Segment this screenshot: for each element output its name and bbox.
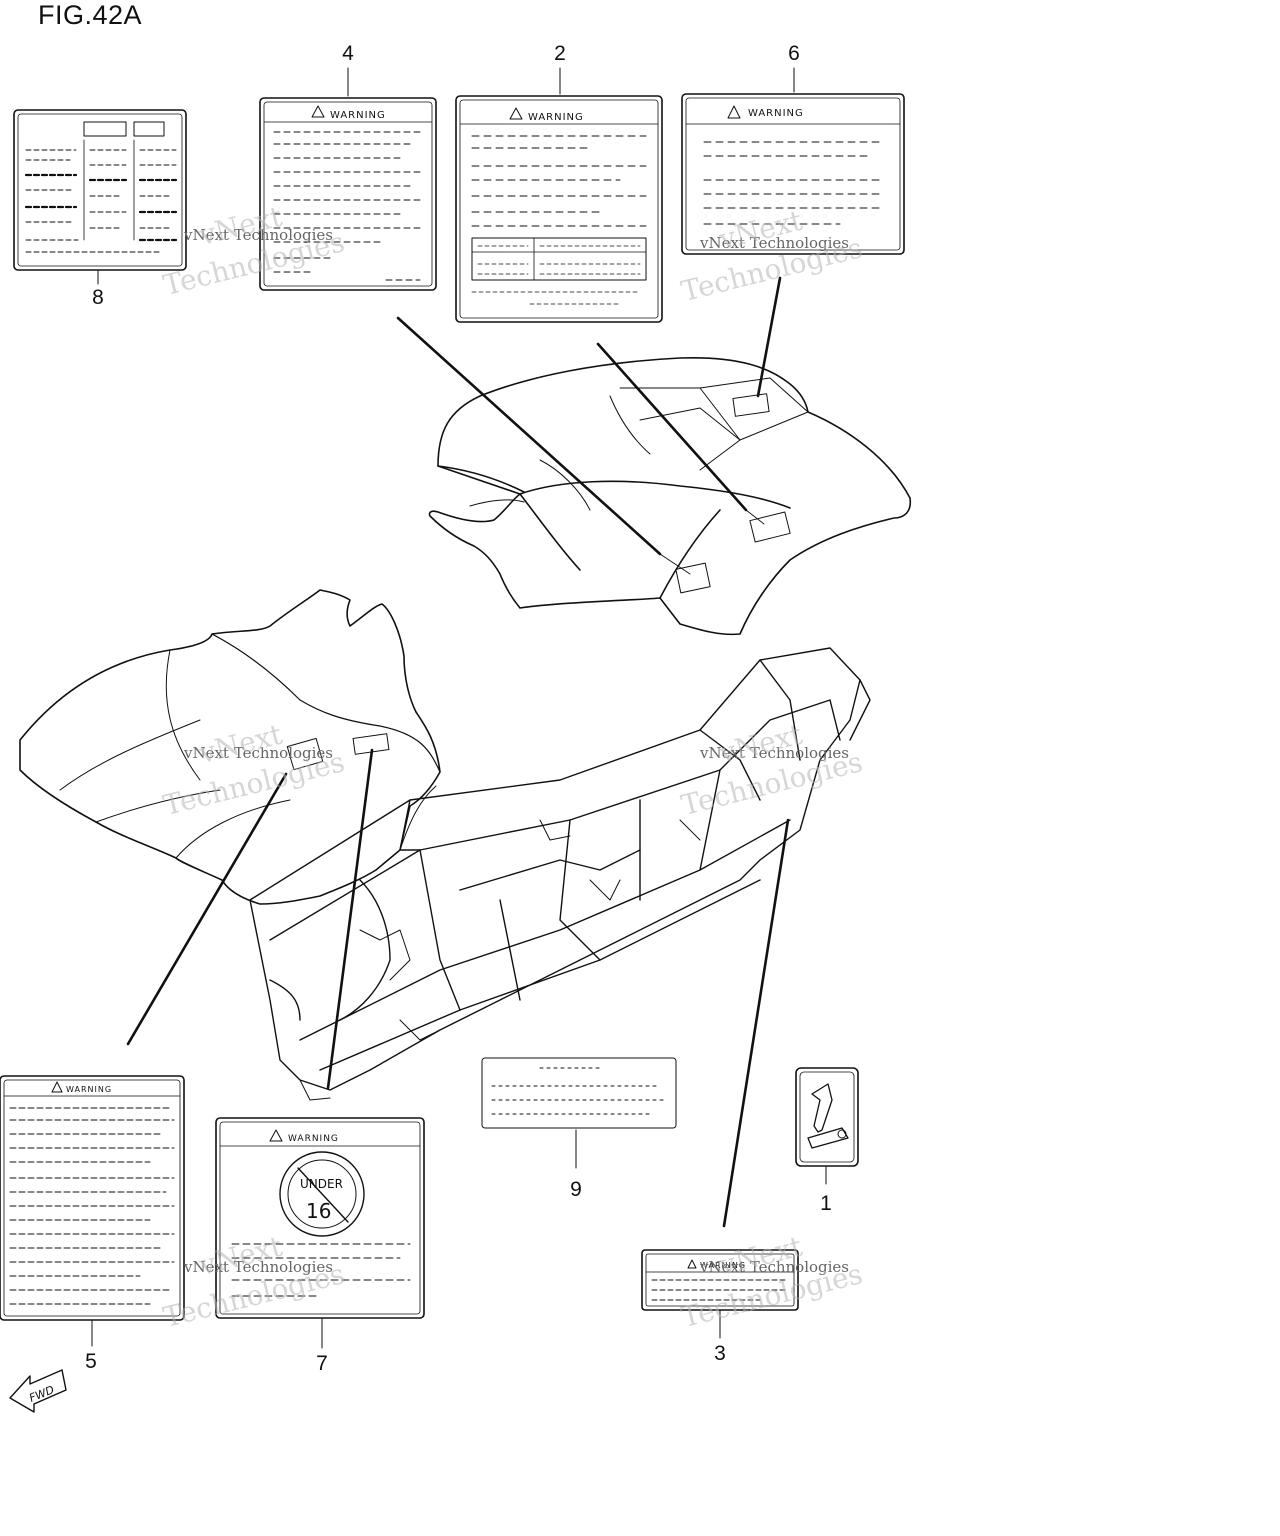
leader-lines	[126, 276, 790, 1228]
callout-3: 3	[714, 1342, 726, 1365]
callout-7: 7	[316, 1352, 328, 1375]
label-4-warning-text: WARNING	[330, 110, 386, 121]
rear-fender	[428, 356, 912, 636]
figure-title: FIG.42A	[38, 0, 143, 30]
label-3-sticker	[641, 1249, 799, 1339]
label-7-sticker: UNDER 16	[215, 1117, 425, 1349]
label-7-warning-text: WARNING	[288, 1134, 339, 1144]
label-5-warning-text: WARNING	[66, 1085, 112, 1094]
callout-8: 8	[92, 286, 104, 309]
callout-1: 1	[820, 1192, 832, 1215]
front-fender	[19, 589, 441, 905]
label-4-sticker	[259, 67, 437, 291]
label-5-sticker	[0, 1075, 185, 1347]
label-6-warning-text: WARNING	[748, 108, 804, 119]
label-3-warning-text: WARNING	[700, 1261, 746, 1270]
vehicle-frame	[249, 647, 871, 1101]
callout-4: 4	[342, 42, 354, 65]
fwd-arrow-icon	[9, 1369, 67, 1413]
label-2-warning-text: WARNING	[528, 112, 584, 123]
label-2-sticker	[455, 67, 663, 323]
callout-5: 5	[85, 1350, 97, 1373]
fwd-badge-text: FWD	[27, 1383, 56, 1405]
callout-2: 2	[554, 42, 566, 65]
callout-6: 6	[788, 42, 800, 65]
label-8-sticker	[13, 109, 187, 285]
callout-9: 9	[570, 1178, 582, 1201]
label-9-sticker	[481, 1057, 677, 1169]
svg-text:16: 16	[306, 1199, 331, 1223]
svg-text:UNDER: UNDER	[300, 1177, 343, 1191]
label-1-sticker	[795, 1067, 859, 1185]
label-6-sticker	[681, 67, 905, 255]
